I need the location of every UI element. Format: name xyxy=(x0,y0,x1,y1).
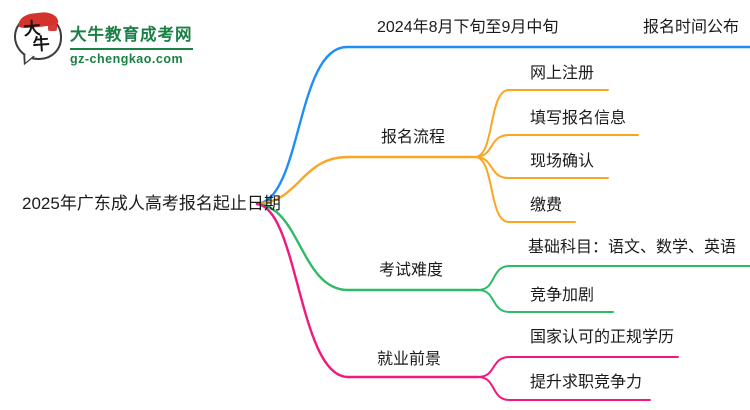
mindmap-root-node: 2025年广东成人高考报名起止日期 xyxy=(22,194,281,213)
logo-bubble-icon: 大 牛 xyxy=(14,10,62,68)
child-node-fill-info: 填写报名信息 xyxy=(530,110,627,127)
branch-line-difficulty xyxy=(255,202,480,292)
site-url: gz-chengkao.com xyxy=(70,52,184,66)
site-name: 大牛教育成考网 xyxy=(70,26,193,44)
site-logo: 大 牛 大牛教育成考网 gz-chengkao.com xyxy=(14,10,193,68)
child-node-competition: 竞争加剧 xyxy=(530,287,595,304)
branch-line-process xyxy=(255,155,477,206)
branch-node-career: 就业前景 xyxy=(377,351,442,368)
child-node-basic-subjects: 基础科目：语文、数学、英语 xyxy=(528,239,737,256)
child-node-onsite-confirm: 现场确认 xyxy=(530,153,595,170)
logo-seal-stamp-icon xyxy=(48,20,57,31)
logo-bubble-tail xyxy=(20,53,36,68)
logo-text-block: 大牛教育成考网 gz-chengkao.com xyxy=(70,14,193,66)
child-line-basic-subjects xyxy=(477,265,750,291)
branch-node-registration-time: 2024年8月下旬至9月中旬 xyxy=(377,19,559,36)
child-node-online-register: 网上注册 xyxy=(530,65,595,82)
child-node-job-competitiveness: 提升求职竞争力 xyxy=(530,374,643,391)
child-node-pay-fee: 缴费 xyxy=(530,197,563,214)
branch-node-process: 报名流程 xyxy=(381,129,446,146)
child-node-time-announced: 报名时间公布 xyxy=(643,19,740,36)
branch-line-registration-time xyxy=(255,45,750,206)
logo-divider xyxy=(70,48,193,50)
child-node-recognized-diploma: 国家认可的正规学历 xyxy=(530,329,675,346)
branch-node-difficulty: 考试难度 xyxy=(379,262,444,279)
branch-line-career xyxy=(255,202,480,379)
